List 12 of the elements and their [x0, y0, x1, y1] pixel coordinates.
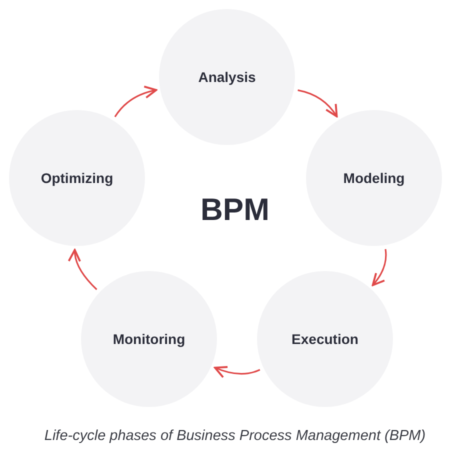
phase-label: Analysis — [198, 69, 256, 85]
phase-label: Execution — [292, 331, 358, 347]
caption: Life-cycle phases of Business Process Management (BPM) — [43, 428, 427, 444]
phase-label: Modeling — [343, 170, 405, 186]
arrow — [114, 86, 158, 118]
arrow — [298, 89, 338, 118]
arrow — [372, 248, 387, 286]
arrow — [68, 248, 98, 290]
phase-label: Monitoring — [112, 331, 186, 347]
arrow — [214, 366, 260, 378]
phase-label: Optimizing — [40, 170, 114, 186]
center-label: BPM — [200, 192, 270, 228]
